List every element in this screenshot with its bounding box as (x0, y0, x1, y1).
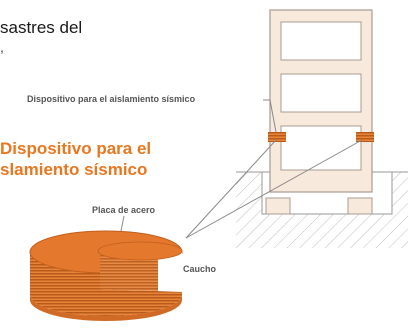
leader-lines (119, 99, 363, 270)
building-frame (269, 9, 373, 193)
label-rubber: Caucho (183, 264, 217, 274)
frame-bearings (268, 132, 374, 142)
device-title: Dispositivo para el slamiento sísmico (0, 138, 151, 180)
device-title-line1: Dispositivo para el (0, 139, 152, 158)
bearing-closeup (29, 230, 183, 321)
device-title-line2: slamiento sísmico (0, 160, 148, 179)
footings (265, 197, 373, 215)
heading-fragment: sastres del (0, 18, 83, 37)
heading-fragment-mark: , (0, 39, 4, 55)
label-steel-plate: Placa de acero (92, 205, 156, 215)
label-device: Dispositivo para el aislamiento sísmico (27, 94, 196, 104)
